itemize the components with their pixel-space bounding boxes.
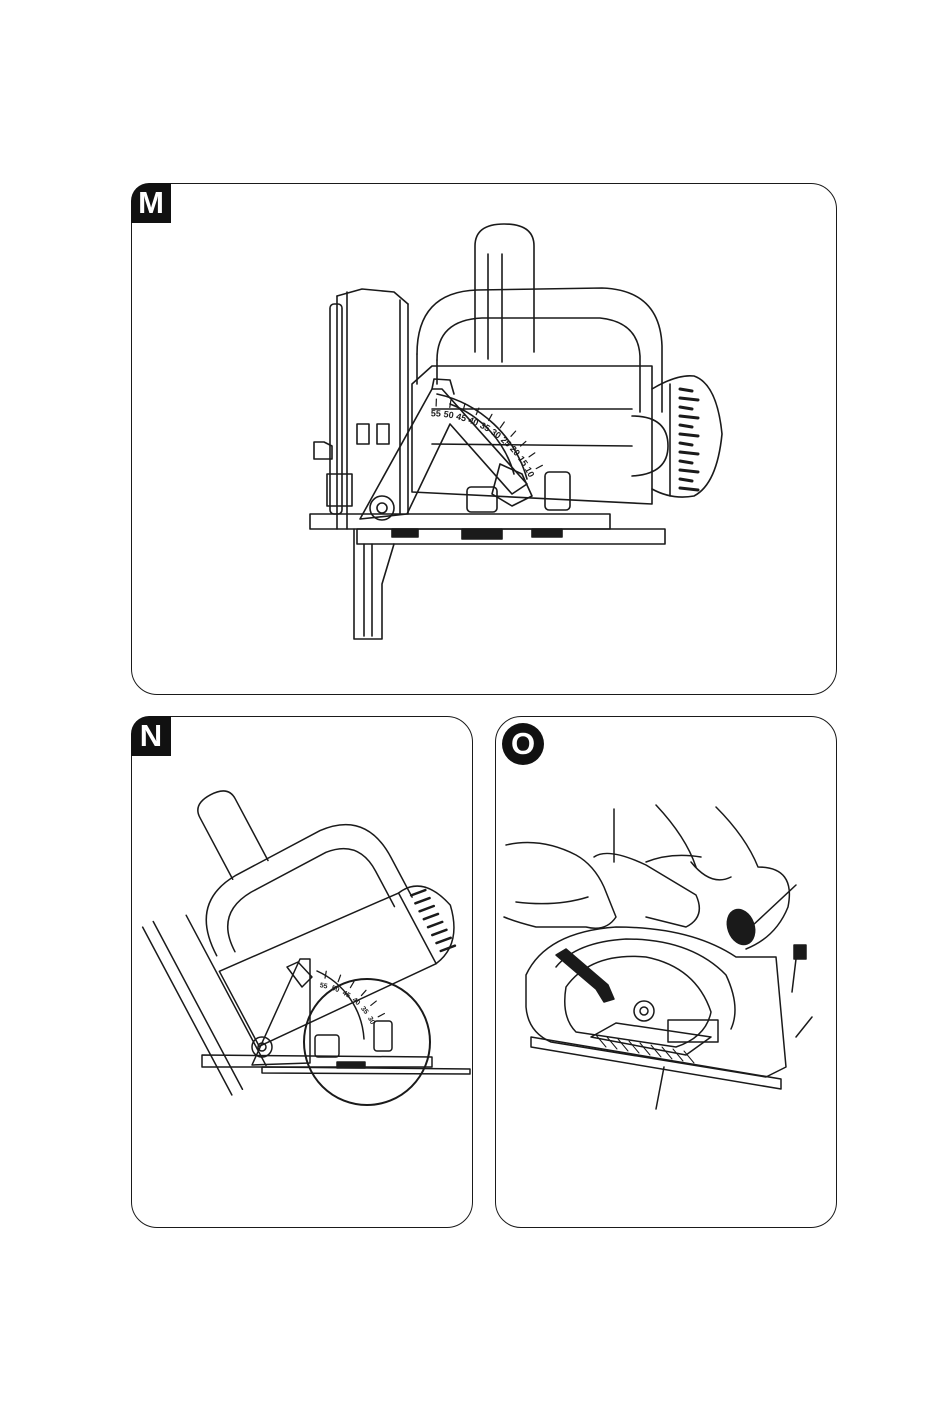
- m-scale-label: 40: [467, 415, 480, 428]
- n-scale-label: 35: [359, 1005, 369, 1016]
- rear-handle: [475, 224, 534, 352]
- o-blade-arbor: [634, 1001, 654, 1021]
- leader-line-right-bottom: [796, 1017, 812, 1037]
- bevel-scale-arc: [437, 394, 527, 479]
- motor-housing: [412, 366, 652, 504]
- n-bevel-bracket: [252, 959, 310, 1065]
- n-scale-label: 40: [351, 997, 362, 1007]
- n-motor-vents: [411, 888, 455, 952]
- m-scale-label: 55: [431, 408, 441, 418]
- m-scale-label: 10: [523, 465, 537, 479]
- n-rear-handle: [193, 785, 268, 879]
- left-hand: [504, 843, 616, 929]
- n-depth-knob: [374, 1021, 392, 1051]
- leader-line-bottom: [656, 1067, 664, 1109]
- riving-knife: [354, 529, 394, 639]
- right-hand: [656, 805, 789, 949]
- blade-guard: [337, 292, 408, 529]
- m-scale-label: 50: [443, 409, 454, 420]
- o-blade-teeth: [596, 1035, 694, 1063]
- detail-circle: [304, 979, 430, 1105]
- motor-vents: [680, 389, 698, 490]
- n-bevel-knob: [287, 962, 312, 987]
- o-bevel-lever: [794, 945, 806, 959]
- base-plate: [310, 514, 610, 529]
- n-motor-housing: [219, 880, 436, 1055]
- depth-knob: [545, 472, 570, 510]
- m-scale-label: 45: [455, 411, 467, 423]
- o-lock-knob: [723, 906, 760, 949]
- n-scale-label: 55: [319, 982, 328, 990]
- figure-o-panel: O: [495, 716, 837, 1228]
- circular-saw-hands-view: [496, 717, 838, 1229]
- n-motor-cap: [398, 874, 471, 964]
- o-front-handle: [594, 853, 699, 927]
- n-bevel-lock-knob: [315, 1035, 339, 1057]
- n-pivot: [252, 1037, 272, 1057]
